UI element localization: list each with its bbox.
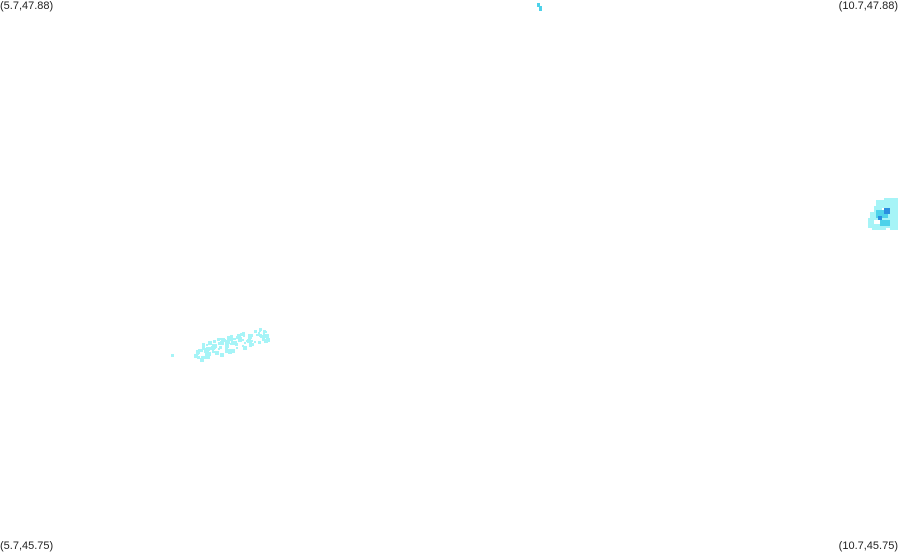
precip-cell-southwest: [235, 341, 237, 343]
precip-cell-east: [880, 220, 890, 226]
precip-cell-southwest: [263, 333, 265, 335]
precip-cell-southwest: [263, 335, 266, 338]
precip-cell-southwest: [249, 344, 252, 347]
precip-cell-southwest: [230, 338, 233, 341]
precip-cell-southwest: [212, 346, 214, 348]
precip-cell-southwest: [231, 341, 235, 345]
precip-cell-east: [876, 210, 884, 218]
precip-cell-southwest: [196, 352, 199, 355]
precip-cell-southwest: [202, 343, 204, 345]
precip-cell-southwest: [202, 347, 205, 350]
precip-cell-southwest: [213, 341, 215, 343]
precip-cell-southwest: [214, 345, 217, 348]
precip-cell-southwest: [194, 354, 197, 358]
precip-cell-southwest: [219, 346, 222, 349]
precip-cell-southwest: [254, 330, 257, 333]
precip-cell-southwest: [244, 342, 246, 344]
precip-cell-southwest: [256, 334, 258, 336]
precip-cell-southwest: [215, 351, 219, 355]
precip-cell-southwest: [254, 341, 256, 343]
precip-cell-southwest: [248, 336, 251, 339]
precip-cell-southwest: [227, 341, 230, 344]
precip-cell-southwest: [235, 343, 238, 346]
corner-label-bottom-right: (10.7,45.75): [838, 540, 898, 552]
precip-cell-east: [868, 218, 874, 228]
precip-cell-top: [539, 6, 542, 11]
precip-cell-southwest: [206, 344, 208, 346]
precip-cell-southwest: [215, 344, 217, 346]
precip-cell-southwest: [200, 349, 203, 352]
precip-cell-southwest: [202, 357, 204, 359]
precip-cell-southwest: [263, 330, 266, 333]
precip-cell-southwest: [233, 338, 235, 340]
precip-cell-southwest: [262, 335, 264, 337]
precip-cell-east: [876, 200, 890, 208]
precip-cell-southwest: [200, 358, 204, 362]
precip-cell-southwest: [209, 347, 212, 350]
precip-cell-southwest: [236, 347, 238, 349]
precip-cell-southwest: [230, 335, 233, 338]
precip-cell-east: [884, 198, 898, 208]
precip-cell-southwest: [218, 342, 221, 345]
precip-cell-southwest: [236, 336, 239, 339]
precip-cell-southwest: [243, 346, 247, 350]
precip-cell-southwest: [242, 339, 244, 341]
precip-cell-southwest: [258, 332, 260, 334]
precip-cell-southwest: [251, 343, 254, 346]
precip-cell-southwest: [240, 333, 243, 336]
precip-cell-southwest: [266, 338, 270, 342]
corner-label-top-right: (10.7,47.88): [838, 0, 898, 12]
precip-cell-southwest: [251, 340, 253, 342]
precip-cell-southwest: [260, 335, 263, 338]
precip-cell-southwest: [220, 353, 224, 357]
precip-cell-east: [882, 212, 888, 218]
precip-cell-southwest: [231, 349, 235, 353]
precip-cell-southwest: [218, 348, 220, 350]
precip-cell-east-core: [878, 216, 882, 220]
precipitation-cells: [171, 3, 898, 362]
precip-cell-southwest: [228, 337, 231, 340]
precip-cell-southwest: [207, 356, 210, 359]
precip-cell-southwest: [208, 341, 212, 345]
corner-label-top-left: (5.7,47.88): [0, 0, 54, 12]
precip-cell-east: [872, 224, 886, 230]
precip-cell-southwest: [171, 354, 174, 357]
precip-cell-southwest: [259, 328, 262, 331]
precip-cell-southwest: [220, 341, 224, 345]
precip-cell-east-core: [884, 208, 890, 214]
precip-cell-southwest: [197, 356, 200, 359]
precip-cell-southwest: [227, 349, 231, 353]
precip-cell-east: [870, 212, 880, 220]
precip-cell-southwest: [212, 351, 214, 353]
precip-cell-southwest: [205, 353, 209, 357]
precip-cell-top: [537, 3, 540, 7]
precip-cell-southwest: [240, 337, 242, 339]
precip-cell-southwest: [206, 347, 210, 351]
precip-cell-southwest: [258, 341, 261, 344]
precip-cell-southwest: [204, 356, 207, 359]
precip-cell-east: [888, 206, 898, 220]
precip-cell-southwest: [225, 350, 228, 353]
precip-cell-southwest: [225, 347, 228, 350]
precip-cell-southwest: [262, 338, 265, 341]
precip-cell-southwest: [198, 349, 201, 352]
precip-cell-east: [890, 220, 898, 230]
precip-cell-southwest: [239, 340, 241, 342]
precip-cell-southwest: [219, 338, 221, 340]
precip-cell-southwest: [249, 342, 252, 345]
precip-cell-southwest: [196, 350, 199, 353]
precip-cell-southwest: [243, 335, 245, 337]
precip-cell-east: [874, 206, 882, 212]
precip-cell-southwest: [248, 338, 251, 341]
precip-cell-southwest: [217, 338, 220, 341]
precip-cell-southwest: [225, 344, 229, 348]
precip-cell-southwest: [223, 339, 226, 342]
precip-cell-southwest: [243, 333, 245, 335]
corner-label-bottom-left: (5.7,45.75): [0, 540, 54, 552]
